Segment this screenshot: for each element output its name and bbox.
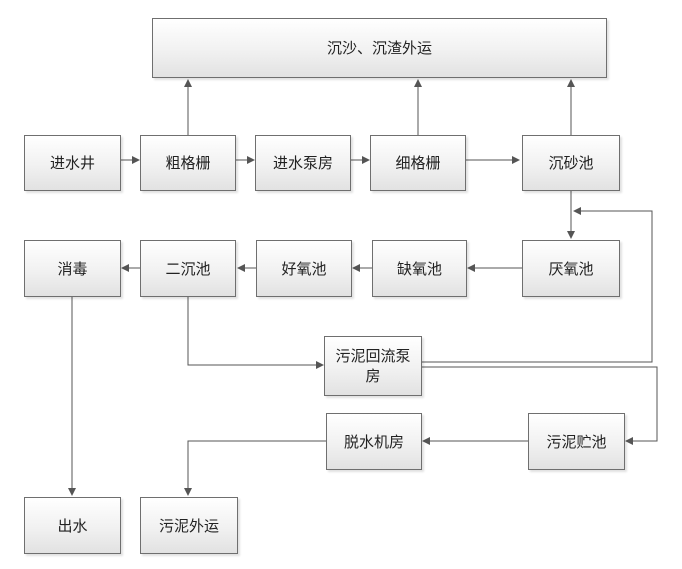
node-aerobic-tank-label: 好氧池 [281,259,327,278]
connector-disinfection-to-effluent [68,297,76,496]
node-anaerobic-tank-label: 厌氧池 [548,259,594,278]
node-anoxic-tank: 缺氧池 [372,240,467,297]
node-sludge-return-pump-house-label-line2: 房 [365,367,381,385]
node-grit-chamber: 沉砂池 [522,135,620,191]
node-grit-chamber-label: 沉砂池 [548,154,594,172]
connector-fine-screen-to-grit-chamber [466,156,520,164]
node-secondary-clarifier: 二沉池 [140,240,236,297]
connector-secondary-clarifier-to-disinfection [121,264,140,272]
connector-inlet-pump-house-to-fine-screen [351,156,370,164]
node-coarse-screen: 粗格栅 [140,135,236,191]
connector-sludge-storage-to-dewatering [422,437,528,445]
connector-coarse-screen-to-inlet-pump-house [236,156,255,164]
connector-secondary-clarifier-to-sludge-return [187,297,324,369]
node-sludge-storage-tank-label: 污泥贮池 [546,432,607,451]
node-sediment-transport: 沉沙、沉渣外运 [152,18,607,78]
connector-sludge-return-to-anaerobic-tank [422,207,653,363]
node-coarse-screen-label: 粗格栅 [165,154,211,172]
node-inlet-pump-house-label: 进水泵房 [272,154,333,172]
node-aerobic-tank: 好氧池 [256,240,352,297]
connector-fine-screen-to-sediment-transport [414,79,422,135]
node-dewatering-room: 脱水机房 [326,413,422,470]
node-sediment-transport-label: 沉沙、沉渣外运 [326,39,432,57]
connector-inlet-well-to-coarse-screen [121,156,140,164]
node-effluent-label: 出水 [57,516,88,535]
connector-grit-chamber-to-sediment-transport [567,79,575,135]
node-inlet-well-label: 进水井 [49,154,95,172]
node-inlet-pump-house: 进水泵房 [255,135,351,191]
node-sludge-transport: 污泥外运 [140,497,238,554]
node-fine-screen: 细格栅 [370,135,466,191]
node-effluent: 出水 [24,497,121,554]
node-inlet-well: 进水井 [24,135,121,191]
connector-sludge-return-to-sludge-storage [422,366,658,445]
node-anoxic-tank-label: 缺氧池 [396,259,442,278]
connector-dewatering-to-sludge-transport [184,440,326,496]
connector-coarse-screen-to-sediment-transport [184,79,192,135]
node-secondary-clarifier-label: 二沉池 [165,259,211,278]
node-disinfection: 消毒 [24,240,121,297]
node-fine-screen-label: 细格栅 [395,154,441,172]
node-disinfection-label: 消毒 [57,259,88,278]
node-sludge-storage-tank: 污泥贮池 [528,413,625,470]
connector-aerobic-tank-to-secondary-clarifier [237,264,256,272]
node-dewatering-room-label: 脱水机房 [343,432,404,451]
node-sludge-return-pump-house-label-line1: 污泥回流泵 [335,347,411,365]
node-sludge-return-pump-house: 污泥回流泵 房 [324,336,422,396]
node-sludge-transport-label: 污泥外运 [158,516,219,535]
connector-grit-chamber-to-anaerobic-tank [567,191,575,239]
node-anaerobic-tank: 厌氧池 [522,240,620,297]
connector-anoxic-tank-to-aerobic-tank [352,264,372,272]
connector-anaerobic-tank-to-anoxic-tank [467,264,522,272]
